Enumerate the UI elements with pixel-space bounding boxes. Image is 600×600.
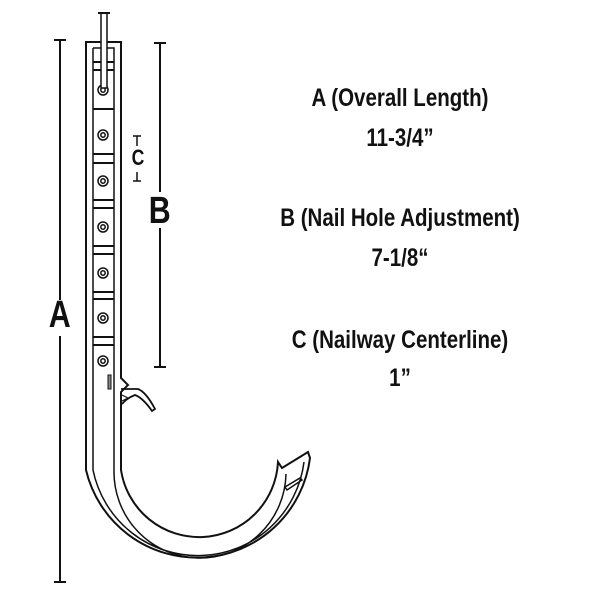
hook-slot bbox=[283, 477, 304, 492]
hanger-outline bbox=[85, 41, 312, 559]
hanger-inner-line bbox=[92, 47, 305, 559]
nail-icon bbox=[98, 12, 110, 89]
spec-a-title: A (Overall Length) bbox=[311, 84, 489, 112]
spec-a-value: 11-3/4” bbox=[366, 124, 434, 152]
clip-tab bbox=[121, 388, 157, 413]
dimension-a-line bbox=[54, 39, 66, 583]
dimension-b-label: B bbox=[148, 190, 171, 232]
spec-c-value: 1” bbox=[389, 364, 411, 392]
spec-b-value: 7-1/8“ bbox=[371, 244, 429, 272]
dimension-c-label: C bbox=[131, 145, 145, 170]
dimension-a-label: A bbox=[48, 294, 71, 336]
dimension-c-line bbox=[133, 135, 141, 182]
spec-c-title: C (Nailway Centerline) bbox=[291, 326, 509, 354]
slot bbox=[107, 374, 112, 390]
nail-holes bbox=[97, 84, 109, 367]
dimension-b-line bbox=[154, 42, 166, 368]
spec-b-title: B (Nail Hole Adjustment) bbox=[280, 204, 520, 232]
